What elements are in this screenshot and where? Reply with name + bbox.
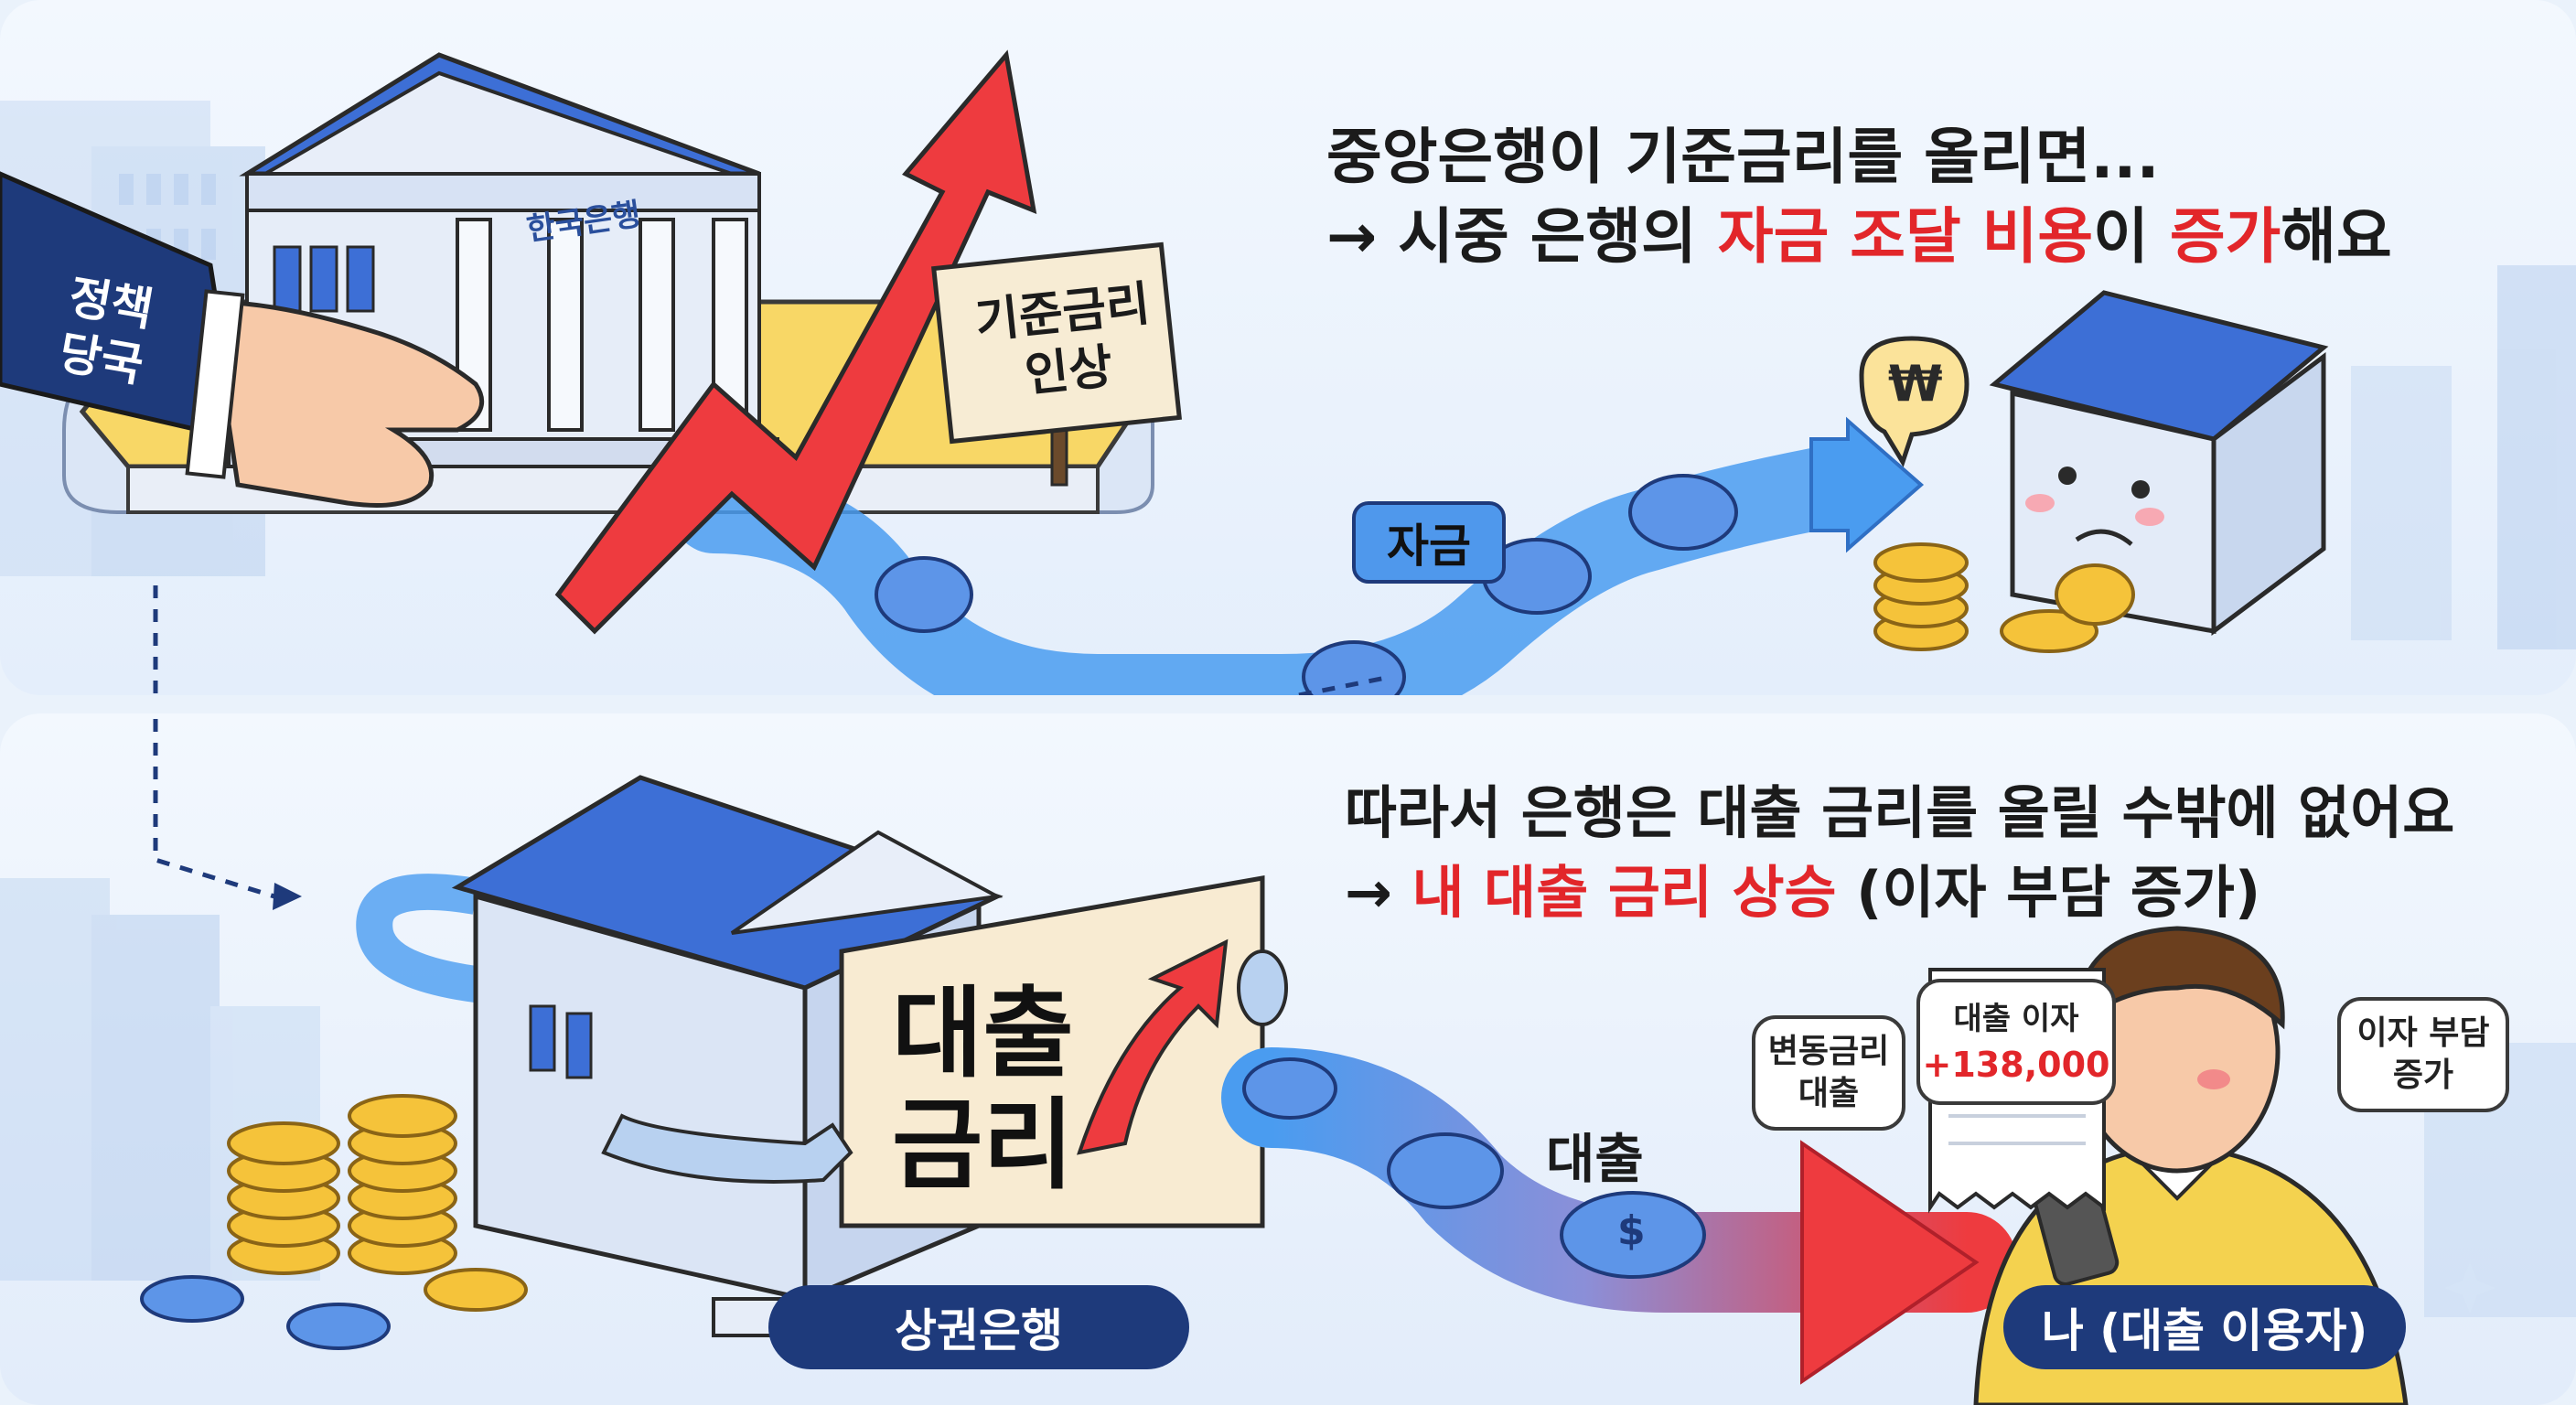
receipt-amount: +138,000 — [1922, 1045, 2110, 1085]
sparkle-icon — [2444, 1262, 2496, 1314]
bottom-headline-line2: → 내 대출 금리 상승 (이자 부담 증가) — [1345, 846, 2260, 928]
policy-hand — [0, 171, 485, 508]
bottom-line2-arrow: → — [1345, 859, 1412, 926]
top-headline-line2: → 시중 은행의 자금 조달 비용이 증가해요 — [1326, 188, 2392, 275]
loan-rate-sign-text: 대출 금리 — [892, 979, 1074, 1202]
top-line2-mid: 이 — [2093, 201, 2170, 272]
burden-line2: 증가 — [2392, 1056, 2454, 1094]
top-headline-line1: 중앙은행이 기준금리를 올리면... — [1326, 122, 2160, 192]
rate-signboard — [931, 241, 1182, 487]
won-symbol: ₩ — [1888, 355, 1943, 413]
top-line2-highlight-cost: 자금 조달 비용 — [1717, 201, 2094, 272]
dashed-connector-right — [1298, 674, 1391, 695]
commercial-bank-label: 상권은행 — [768, 1285, 1189, 1369]
bottom-line2-end: (이자 부담 증가) — [1836, 859, 2261, 926]
gold-coin-stacks — [1873, 542, 2135, 653]
top-scene — [0, 49, 2576, 695]
variable-rate-line1: 변동금리 — [1767, 1033, 1890, 1070]
interest-burden-bubble: 이자 부담 증가 — [2337, 997, 2509, 1112]
variable-rate-bubble: 변동금리 대출 — [1752, 1015, 1905, 1131]
variable-rate-line2: 대출 — [1798, 1075, 1860, 1112]
bottom-blue-coins — [140, 1275, 391, 1350]
loan-flow-arrowhead — [1800, 1140, 1980, 1385]
interest-receipt-card: 대출 이자 +138,000 — [1916, 979, 2116, 1105]
dashed-arrowhead — [273, 883, 302, 910]
loan-flow-label: 대출 — [1546, 1128, 1644, 1190]
bottom-scene — [0, 713, 2576, 1405]
top-line2-highlight-increase: 증가 — [2169, 201, 2281, 272]
bottom-line2-highlight: 내 대출 금리 상승 — [1411, 859, 1837, 926]
loan-sign-line1: 대출 — [892, 977, 1074, 1091]
bottom-panel: 따라서 은행은 대출 금리를 올릴 수밖에 없어요 → 내 대출 금리 상승 (… — [0, 713, 2576, 1405]
bottom-gold-coins — [227, 1094, 528, 1312]
bottom-headline-line1: 따라서 은행은 대출 금리를 올릴 수밖에 없어요 — [1345, 779, 2455, 846]
rate-hike-sign: 기준금리 인상 — [964, 273, 1167, 410]
top-line2-end: 해요 — [2281, 201, 2392, 272]
funds-label: 자금 — [1352, 501, 1506, 584]
dashed-connector-into-bank — [153, 713, 275, 899]
loan-flow-coins — [1242, 1057, 1706, 1279]
burden-line1: 이자 부담 — [2356, 1014, 2490, 1052]
funds-flow-arrowhead — [1809, 416, 1925, 553]
loan-rate-signboard — [839, 875, 1265, 1228]
loan-sign-line2: 금리 — [892, 1089, 1074, 1203]
won-bubble — [1859, 336, 1970, 467]
flow-coins — [875, 474, 1738, 695]
coin-dollar-symbol: $ — [1617, 1207, 1646, 1254]
top-panel: 중앙은행이 기준금리를 올리면... → 시중 은행의 자금 조달 비용이 증가… — [0, 0, 2576, 695]
top-line2-arrow: → 시중 은행의 — [1326, 201, 1718, 272]
bank-arms — [601, 949, 1288, 1184]
sad-bank-character — [1989, 290, 2329, 636]
rate-rise-arrow — [554, 49, 1037, 635]
loan-user-label: 나 (대출 이용자) — [2003, 1285, 2406, 1369]
receipt-title: 대출 이자 — [1953, 1001, 2079, 1037]
background-buildings-right — [2351, 265, 2576, 649]
